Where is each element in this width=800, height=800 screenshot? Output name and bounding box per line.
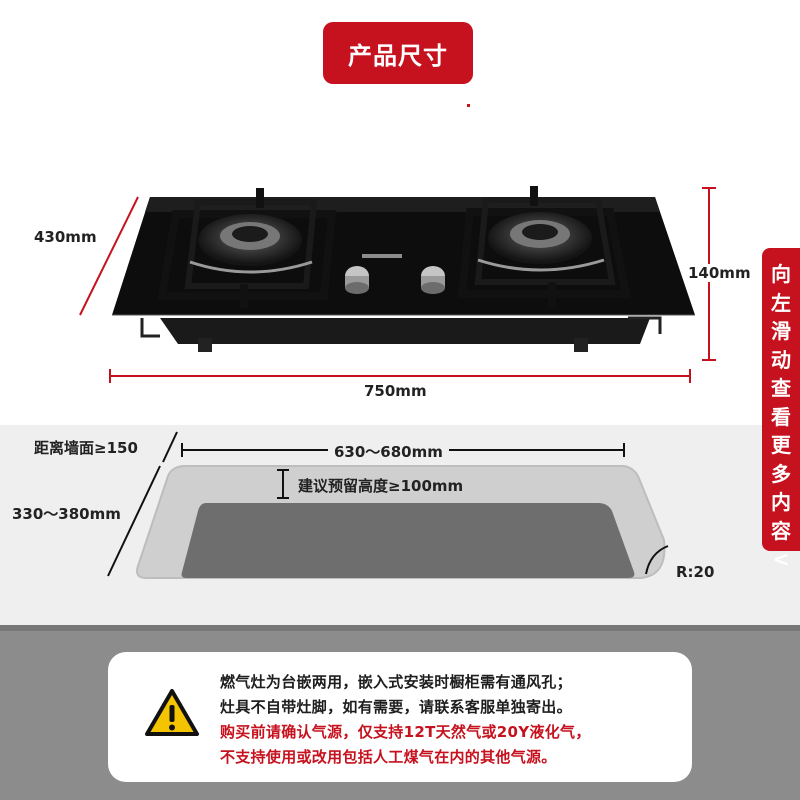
swipe-tab-char: 查	[771, 376, 791, 400]
notice-line-3: 购买前请确认气源，仅支持12T天然气或20Y液化气，	[220, 723, 591, 741]
swipe-tab-char: 多	[771, 461, 791, 486]
swipe-tab-char: 左	[771, 290, 791, 315]
stove-base	[160, 318, 650, 344]
corner-radius-arc	[645, 545, 669, 575]
swipe-tab-char: 滑	[771, 319, 791, 343]
title-accent-dot	[467, 104, 470, 107]
notice-line-1: 燃气灶为台嵌两用，嵌入式安装时橱柜需有通风孔；	[220, 673, 572, 691]
notice-line-2: 灶具不自带灶脚，如有需要，请联系客服单独寄出。	[220, 698, 572, 716]
left-burner	[157, 188, 337, 308]
swipe-tab-char: 更	[771, 433, 791, 457]
height-label: 140mm	[686, 264, 753, 282]
notice-line-4: 不支持使用或改用包括人工煤气在内的其他气源。	[220, 748, 557, 766]
swipe-tab-char: 容	[771, 518, 791, 543]
swipe-tab-char: <	[772, 547, 790, 571]
corner-radius-label: R:20	[676, 563, 715, 581]
cutout-depth-label: 330～380mm	[12, 505, 121, 523]
reserve-height-label: 建议预留高度≥100mm	[298, 477, 464, 495]
swipe-more-tab[interactable]: 向 左 滑 动 查 看 更 多 内 容 <	[762, 248, 800, 571]
page-title: 产品尺寸	[323, 22, 473, 84]
warning-triangle-icon	[145, 689, 199, 736]
width-label: 750mm	[364, 382, 427, 400]
control-knobs	[345, 254, 445, 294]
swipe-tab-char: 看	[771, 404, 791, 429]
swipe-tab-char: 向	[771, 262, 791, 286]
swipe-tab-char: 内	[771, 490, 791, 514]
right-burner	[457, 186, 631, 308]
installation-notice: 燃气灶为台嵌两用，嵌入式安装时橱柜需有通风孔； 灶具不自带灶脚，如有需要，请联系…	[108, 652, 692, 782]
depth-label: 430mm	[34, 228, 97, 246]
cutout-width-label: 630～680mm	[328, 441, 449, 462]
swipe-tab-char: 动	[771, 347, 791, 372]
cutout-opening	[181, 503, 635, 578]
wall-distance-label: 距离墙面≥150	[34, 439, 138, 457]
